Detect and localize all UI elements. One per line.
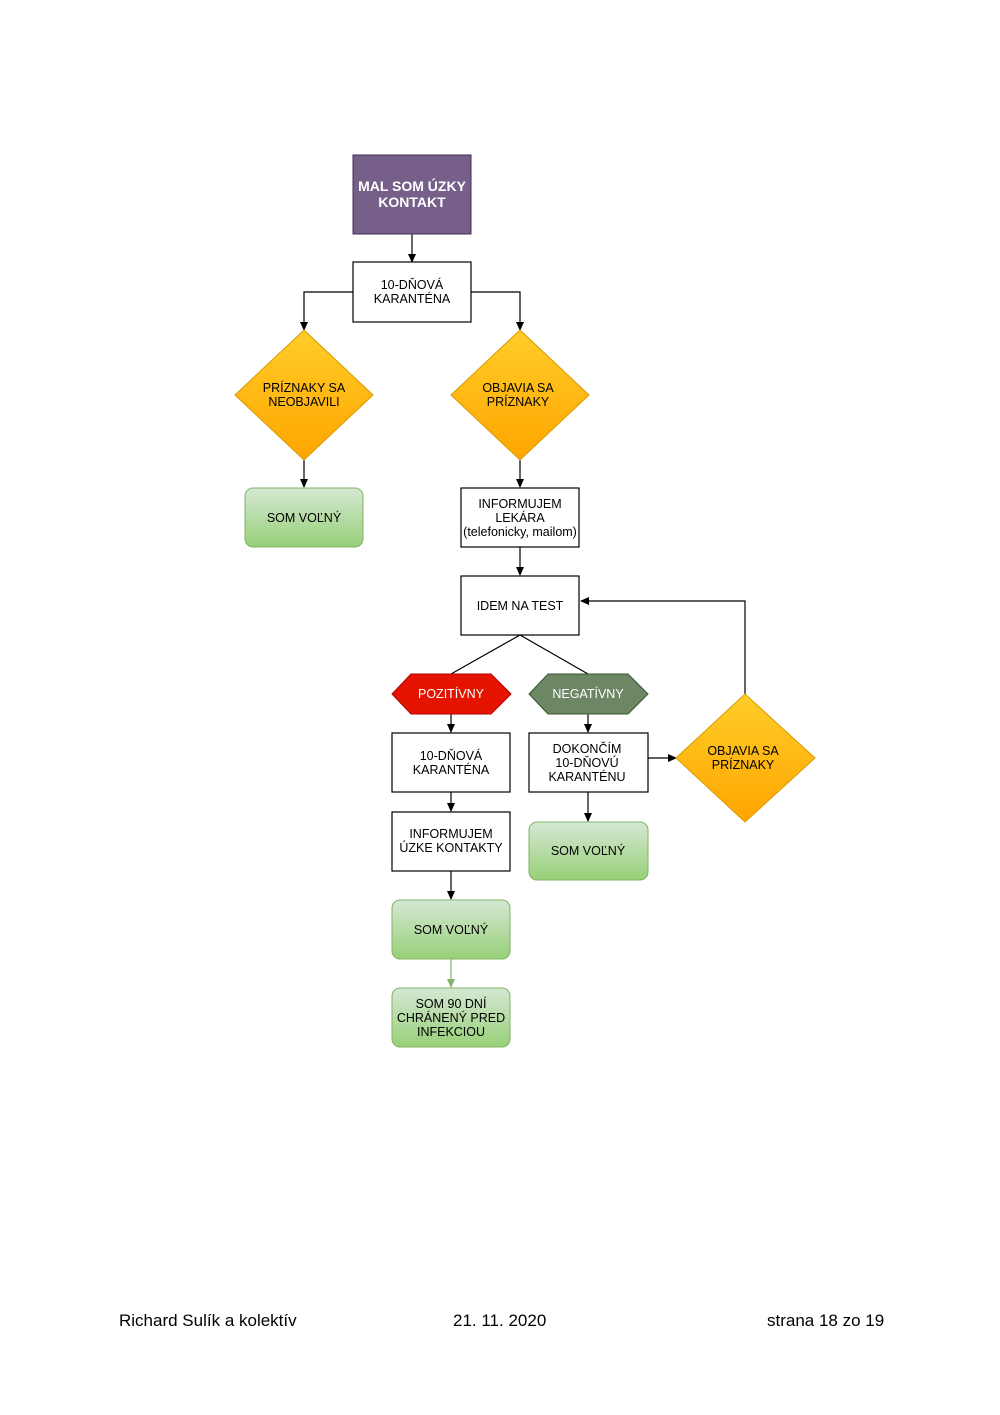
- result-free-left-label: SOM VOĽNÝ: [267, 510, 342, 525]
- decision-symptoms-2: OBJAVIA SA PRÍZNAKY: [675, 693, 816, 823]
- edge-test-positive: [450, 634, 521, 675]
- decision-no-symptoms-line-2: NEOBJAVILI: [268, 395, 339, 409]
- edge-quarantine-no-symptoms: [300, 291, 353, 331]
- node-pos-quarantine-line-2: KARANTÉNA: [413, 762, 490, 777]
- decision-symptoms-2-line-1: OBJAVIA SA: [707, 744, 779, 758]
- node-pos-quarantine: 10-DŇOVÁ KARANTÉNA: [391, 732, 511, 793]
- edge-symptoms2-test: [580, 597, 746, 694]
- result-free-negative: SOM VOĽNÝ: [528, 821, 649, 881]
- footer-date: 21. 11. 2020: [453, 1311, 547, 1330]
- result-free-positive: SOM VOĽNÝ: [391, 899, 511, 960]
- node-pos-quarantine-line-1: 10-DŇOVÁ: [420, 748, 483, 763]
- decision-symptoms: OBJAVIA SA PRÍZNAKY: [450, 329, 590, 461]
- edge-quarantine-symptoms: [471, 291, 524, 331]
- decision-symptoms-line-2: PRÍZNAKY: [487, 394, 550, 409]
- outcome-negative: NEGATÍVNY: [528, 673, 649, 715]
- node-inform-contacts-line-1: INFORMUJEM: [409, 827, 492, 841]
- result-free-positive-label: SOM VOĽNÝ: [414, 922, 489, 937]
- result-protected-line-3: INFEKCIOU: [417, 1025, 485, 1039]
- node-quarantine: 10-DŇOVÁ KARANTÉNA: [352, 261, 472, 323]
- result-protected: SOM 90 DNÍ CHRÁNENÝ PRED INFEKCIOU: [391, 987, 511, 1048]
- footer-author: Richard Sulík a kolektív: [119, 1311, 297, 1330]
- edge-test-negative: [519, 634, 589, 675]
- node-inform-doctor-line-1: INFORMUJEM: [478, 497, 561, 511]
- node-finish-quarantine-line-1: DOKONČÍM: [553, 741, 622, 756]
- node-finish-quarantine: DOKONČÍM 10-DŇOVÚ KARANTÉNU: [528, 732, 649, 793]
- result-protected-line-2: CHRÁNENÝ PRED: [397, 1010, 505, 1025]
- node-finish-quarantine-line-3: KARANTÉNU: [548, 769, 625, 784]
- outcome-positive-label: POZITÍVNY: [418, 686, 485, 701]
- node-test-label: IDEM NA TEST: [477, 599, 564, 613]
- result-free-left: SOM VOĽNÝ: [244, 487, 364, 548]
- node-test: IDEM NA TEST: [460, 575, 580, 636]
- node-finish-quarantine-line-2: 10-DŇOVÚ: [555, 755, 618, 770]
- result-free-negative-label: SOM VOĽNÝ: [551, 843, 626, 858]
- node-inform-contacts: INFORMUJEM ÚZKE KONTAKTY: [391, 811, 511, 872]
- node-start: MAL SOM ÚZKY KONTAKT: [352, 154, 472, 235]
- node-inform-doctor-line-3: (telefonicky, mailom): [463, 525, 577, 539]
- node-start-line-2: KONTAKT: [378, 194, 446, 210]
- decision-symptoms-line-1: OBJAVIA SA: [482, 381, 554, 395]
- connectors: [300, 234, 746, 988]
- node-inform-contacts-line-2: ÚZKE KONTAKTY: [399, 840, 503, 855]
- result-protected-line-1: SOM 90 DNÍ: [416, 996, 487, 1011]
- node-quarantine-line-1: 10-DŇOVÁ: [381, 277, 444, 292]
- outcome-positive: POZITÍVNY: [391, 673, 512, 715]
- node-inform-doctor: INFORMUJEM LEKÁRA (telefonicky, mailom): [460, 487, 580, 548]
- flowchart: MAL SOM ÚZKY KONTAKT 10-DŇOVÁ KARANTÉNA …: [234, 154, 816, 1048]
- node-start-line-1: MAL SOM ÚZKY: [358, 177, 467, 194]
- node-inform-doctor-line-2: LEKÁRA: [495, 510, 545, 525]
- decision-no-symptoms-line-1: PRÍZNAKY SA: [263, 380, 346, 395]
- decision-symptoms-2-line-2: PRÍZNAKY: [712, 757, 775, 772]
- outcome-negative-label: NEGATÍVNY: [552, 686, 624, 701]
- node-quarantine-line-2: KARANTÉNA: [374, 291, 451, 306]
- decision-no-symptoms: PRÍZNAKY SA NEOBJAVILI: [234, 329, 374, 461]
- footer-page-number: strana 18 zo 19: [767, 1311, 885, 1330]
